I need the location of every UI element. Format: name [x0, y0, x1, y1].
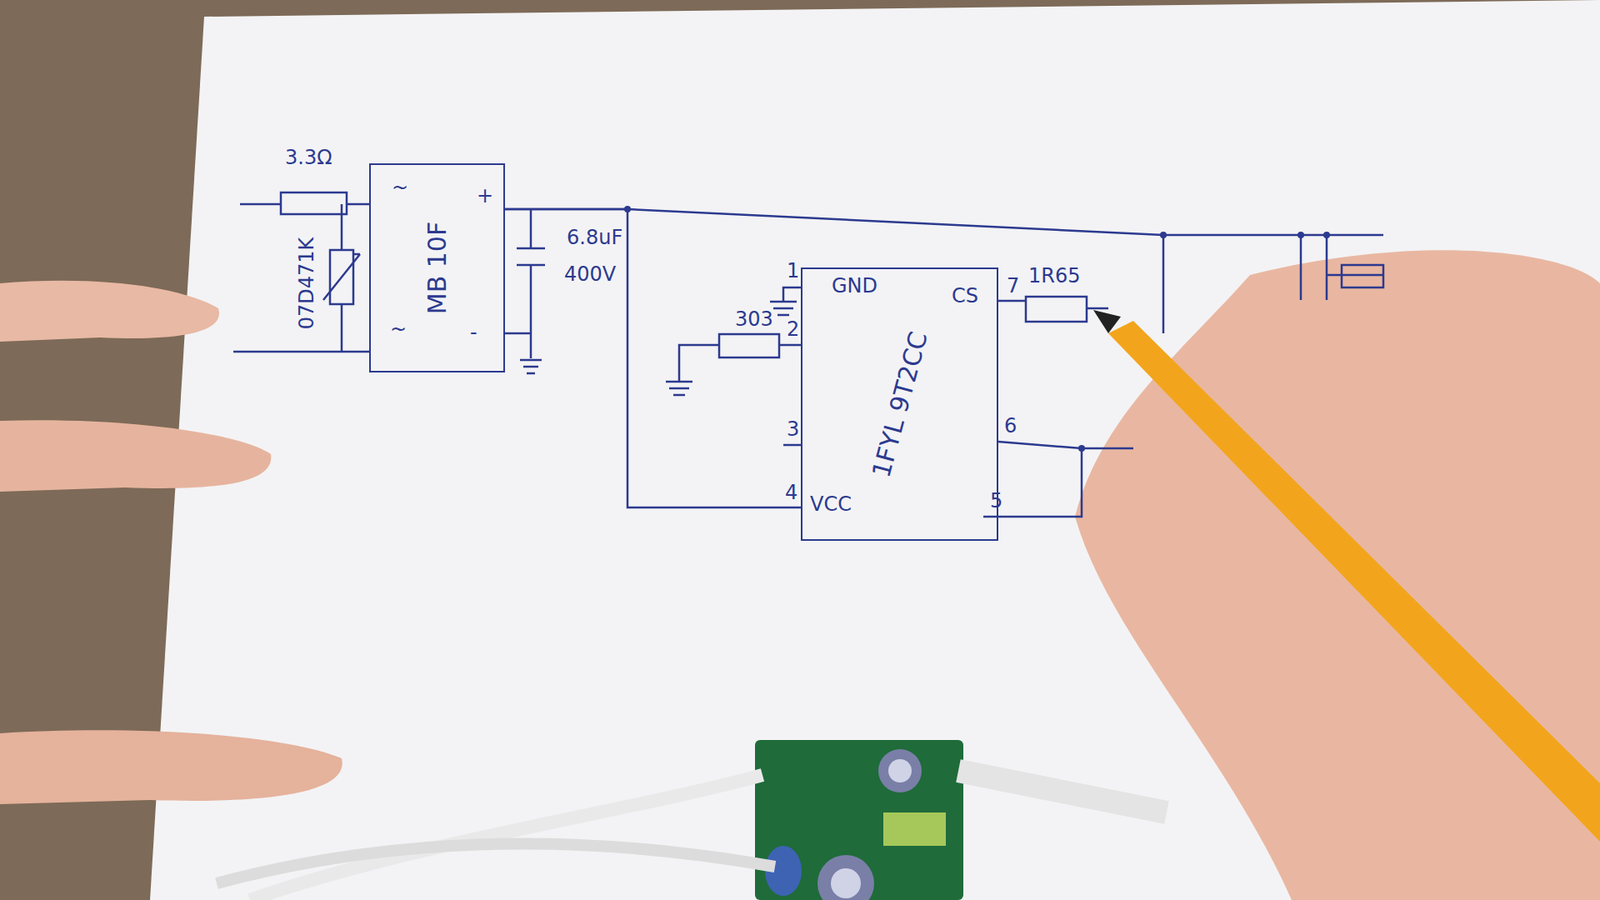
component-label: 6	[1002, 415, 1019, 437]
component-label: 3.3Ω	[283, 146, 335, 169]
component-label: 3	[785, 418, 801, 440]
component-label: 6.8uF	[565, 226, 625, 249]
component-label: 400V	[562, 263, 618, 285]
component-label: CS	[950, 285, 980, 307]
component-label: -	[468, 321, 480, 344]
supply-wire	[505, 209, 801, 508]
component-label: VCC	[808, 493, 854, 515]
part-name: MB 10F	[422, 221, 452, 315]
part-name: 1FYL 9T2CC	[865, 328, 933, 480]
component-label: +	[475, 185, 495, 207]
component-label: 2	[785, 318, 801, 340]
component-label: 7	[1005, 275, 1021, 297]
component-label: 4	[783, 481, 800, 504]
component-label: 1R65	[1026, 265, 1082, 287]
component-label: 303	[733, 308, 775, 330]
component-label: ~	[388, 318, 409, 340]
component-label: ~	[390, 176, 410, 199]
component-label: 1	[785, 260, 801, 282]
component-label: 07D471K	[295, 235, 318, 332]
component-label: GND	[830, 275, 880, 297]
component-label: 5	[988, 490, 1005, 512]
